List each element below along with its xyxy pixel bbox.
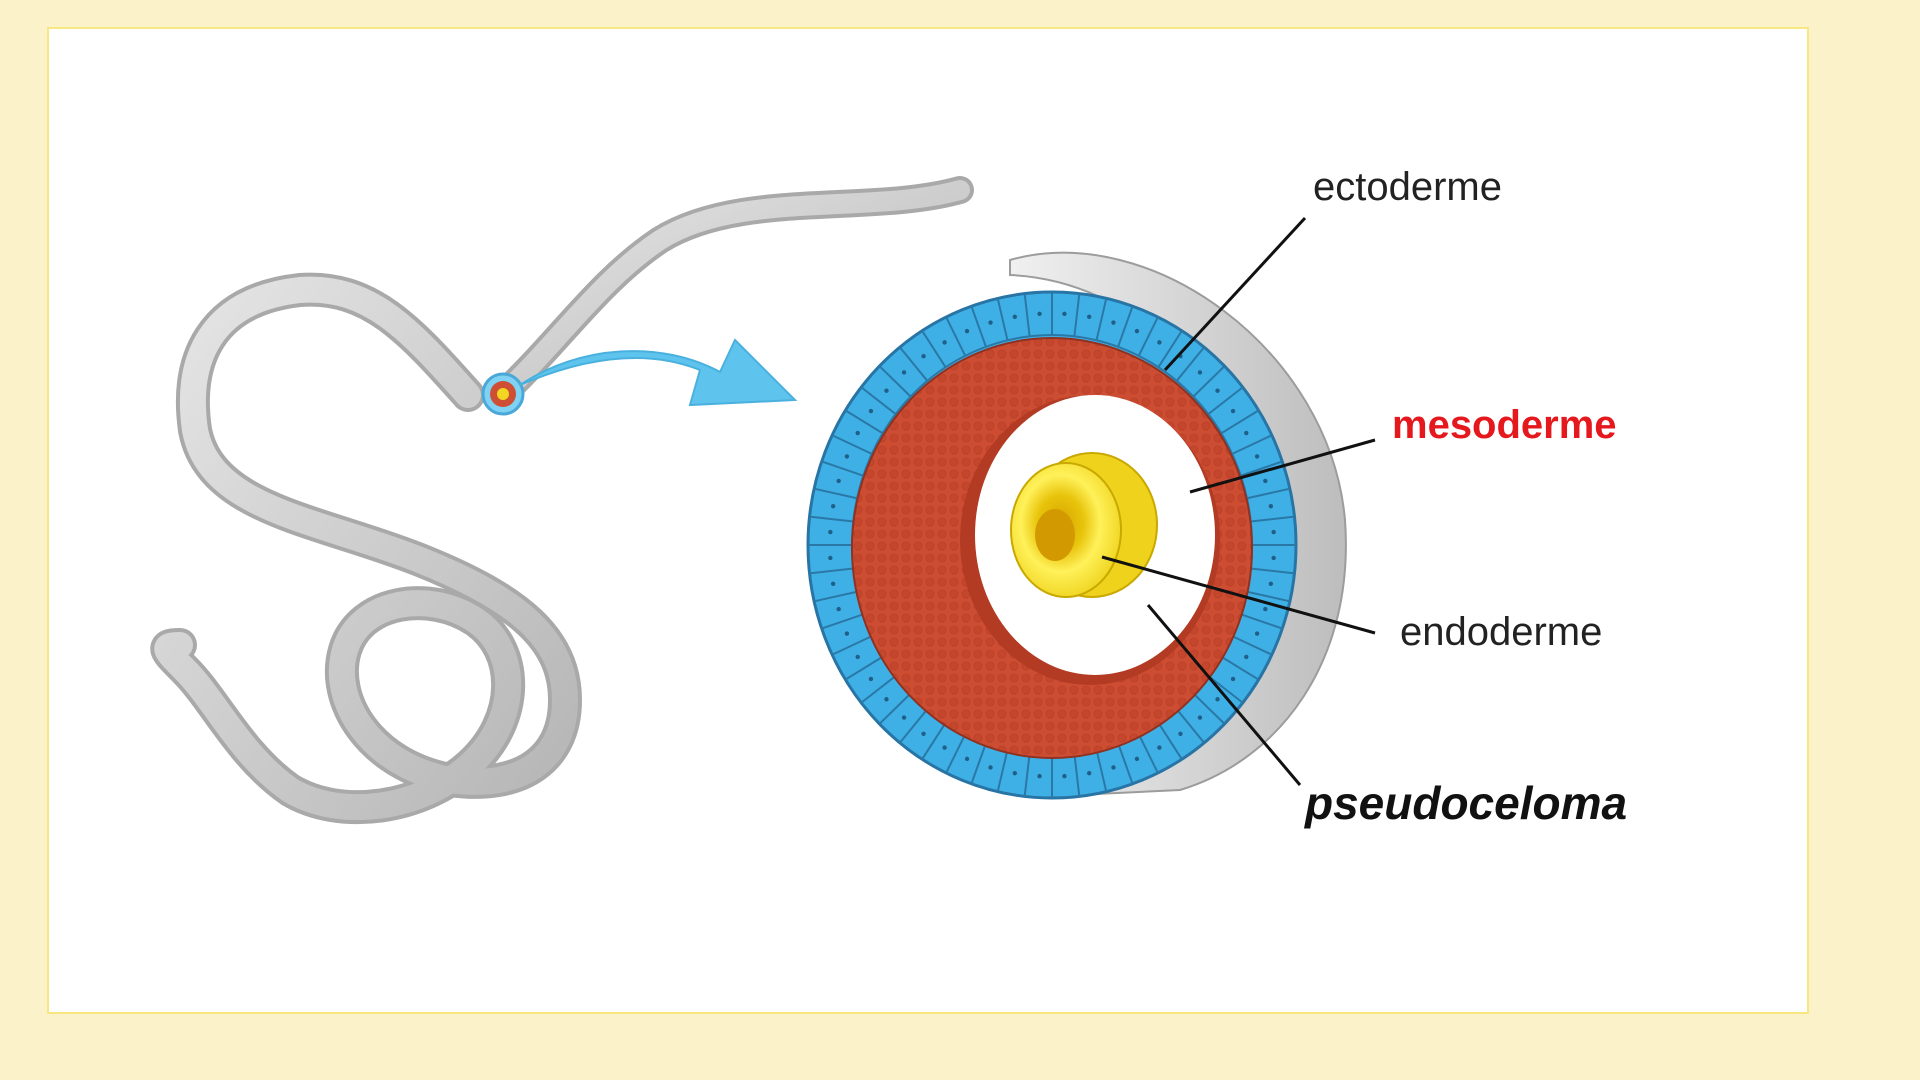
ectoderm-cell-nucleus	[1231, 409, 1235, 413]
ectoderm-cell-nucleus	[1135, 757, 1139, 761]
ectoderm-cell-nucleus	[1271, 556, 1275, 560]
ectoderm-cell-nucleus	[1255, 631, 1259, 635]
ectoderm-cell-nucleus	[942, 745, 946, 749]
ectoderm-cell-nucleus	[856, 431, 860, 435]
ectoderm-cell-nucleus	[836, 479, 840, 483]
ectoderm-cell-nucleus	[828, 556, 832, 560]
ectoderm-cell-nucleus	[1244, 655, 1248, 659]
pseudocoelom-label: pseudoceloma	[1305, 780, 1627, 826]
ectoderm-cell-nucleus	[1013, 771, 1017, 775]
ectoderm-cell-nucleus	[1231, 677, 1235, 681]
ectoderm-cell-nucleus	[884, 697, 888, 701]
ectoderm-cell-nucleus	[884, 389, 888, 393]
ectoderm-cell-nucleus	[1037, 312, 1041, 316]
ectoderm-cell-nucleus	[1215, 389, 1219, 393]
ectoderm-cell-nucleus	[831, 582, 835, 586]
ectoderm-cell-nucleus	[1157, 340, 1161, 344]
endoderm-label: endoderme	[1400, 612, 1602, 652]
ectoderm-cell-nucleus	[1013, 315, 1017, 319]
mesoderm-label: mesoderme	[1392, 405, 1617, 445]
ectoderm-cell-nucleus	[1269, 582, 1273, 586]
ectoderm-cell-nucleus	[1255, 454, 1259, 458]
ectoderm-cell-nucleus	[965, 329, 969, 333]
ectoderm-cell-nucleus	[856, 655, 860, 659]
ectoderm-cell-nucleus	[1269, 504, 1273, 508]
ectoderm-cell-nucleus	[921, 354, 925, 358]
ectoderm-cell-nucleus	[988, 765, 992, 769]
ectoderm-cell-nucleus	[831, 504, 835, 508]
ectoderm-cell-nucleus	[869, 409, 873, 413]
ectoderm-cell-nucleus	[1263, 479, 1267, 483]
ectoderm-cell-nucleus	[1157, 745, 1161, 749]
ectoderm-cell-nucleus	[1062, 774, 1066, 778]
cross-section-illustration	[808, 253, 1346, 798]
ectoderm-cell-nucleus	[1263, 607, 1267, 611]
ectoderm-cell-nucleus	[942, 340, 946, 344]
ectoderm-cell-nucleus	[902, 370, 906, 374]
ectoderm-cell-nucleus	[845, 454, 849, 458]
ectoderm-cell-nucleus	[828, 530, 832, 534]
ectoderm-cell-nucleus	[1198, 715, 1202, 719]
ectoderm-cell-nucleus	[902, 715, 906, 719]
ectoderm-cell-nucleus	[1087, 315, 1091, 319]
ectoderm-cell-nucleus	[1244, 431, 1248, 435]
ectoderm-cell-nucleus	[1135, 329, 1139, 333]
ectoderm-cell-nucleus	[988, 320, 992, 324]
ectoderm-cell-nucleus	[869, 677, 873, 681]
ectoderm-cell-nucleus	[1215, 697, 1219, 701]
ectoderm-cell-nucleus	[1087, 771, 1091, 775]
ectoderm-cell-nucleus	[1271, 530, 1275, 534]
ectoderm-cell-nucleus	[845, 631, 849, 635]
ectoderm-cell-nucleus	[1111, 320, 1115, 324]
ectoderm-cell-nucleus	[1037, 774, 1041, 778]
ectoderm-cell-nucleus	[965, 757, 969, 761]
ectoderm-cell-nucleus	[1198, 370, 1202, 374]
ectoderm-cell-nucleus	[1062, 312, 1066, 316]
ectoderm-cell-nucleus	[1178, 732, 1182, 736]
ectoderm-cell-nucleus	[921, 732, 925, 736]
ectoderm-label: ectoderme	[1313, 167, 1502, 207]
ectoderm-cell-nucleus	[836, 607, 840, 611]
ectoderm-cell-nucleus	[1111, 765, 1115, 769]
